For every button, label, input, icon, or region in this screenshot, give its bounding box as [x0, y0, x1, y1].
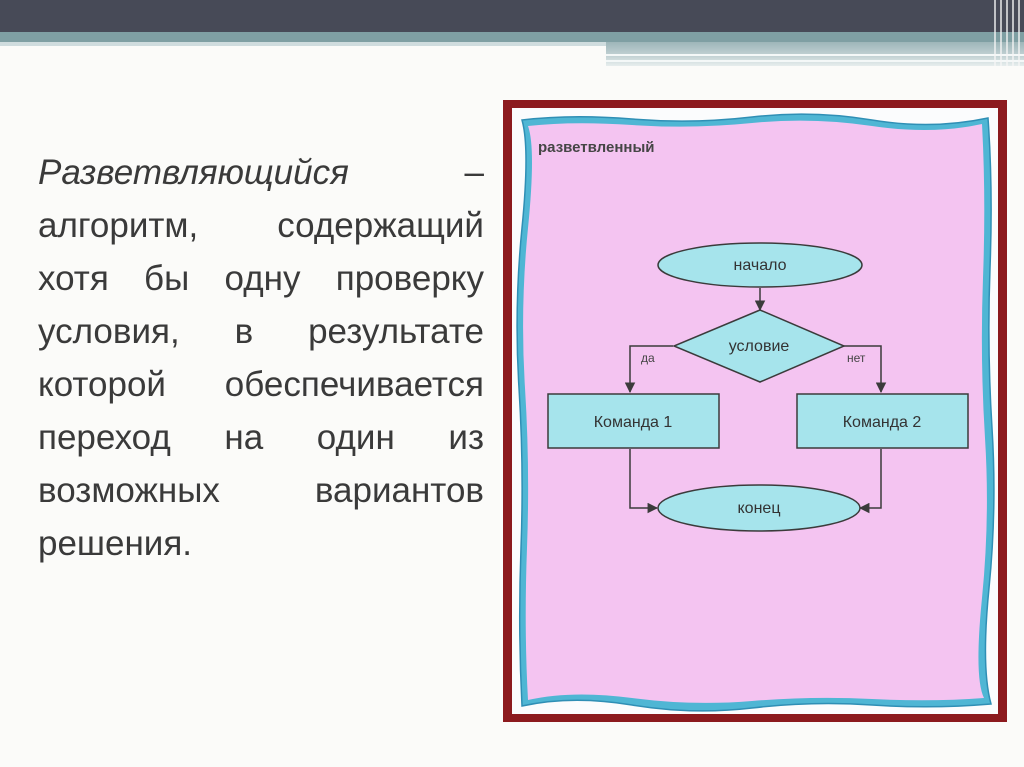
- header-line-1: [606, 54, 1024, 56]
- yes-label: да: [641, 351, 655, 365]
- header-bar-teal: [0, 32, 1024, 42]
- end-label: конец: [738, 500, 781, 517]
- term: Разветвляющийся: [38, 153, 349, 192]
- header-line-2: [606, 60, 1024, 62]
- no-label: нет: [847, 351, 866, 365]
- condition-label: условие: [729, 338, 790, 355]
- header-bar-teal-light: [0, 42, 610, 46]
- definition-text: Разветвляющийся – алгоритм, содержащий х…: [38, 146, 484, 570]
- flowchart: начало условие да нет Команда 1 Команда …: [516, 113, 995, 712]
- start-node: [657, 242, 863, 288]
- command2-node: [796, 393, 969, 449]
- header-stripes: [994, 0, 1024, 66]
- arrow-command2-end: [858, 449, 882, 514]
- end-node: [657, 484, 861, 532]
- condition-node: [672, 309, 846, 383]
- arrow-no-branch: [842, 345, 887, 394]
- command1-label: Команда 1: [594, 414, 673, 431]
- definition-body: – алгоритм, содержащий хотя бы одну пров…: [38, 153, 484, 563]
- arrow-yes-branch: [624, 345, 673, 394]
- command1-node: [547, 393, 720, 449]
- header-bar-dark: [0, 0, 1024, 32]
- diagram-title: разветвленный: [538, 139, 655, 156]
- diagram-pink-area: [523, 120, 987, 703]
- start-label: начало: [733, 257, 786, 274]
- command2-label: Команда 2: [843, 414, 922, 431]
- arrow-command1-end: [629, 449, 659, 514]
